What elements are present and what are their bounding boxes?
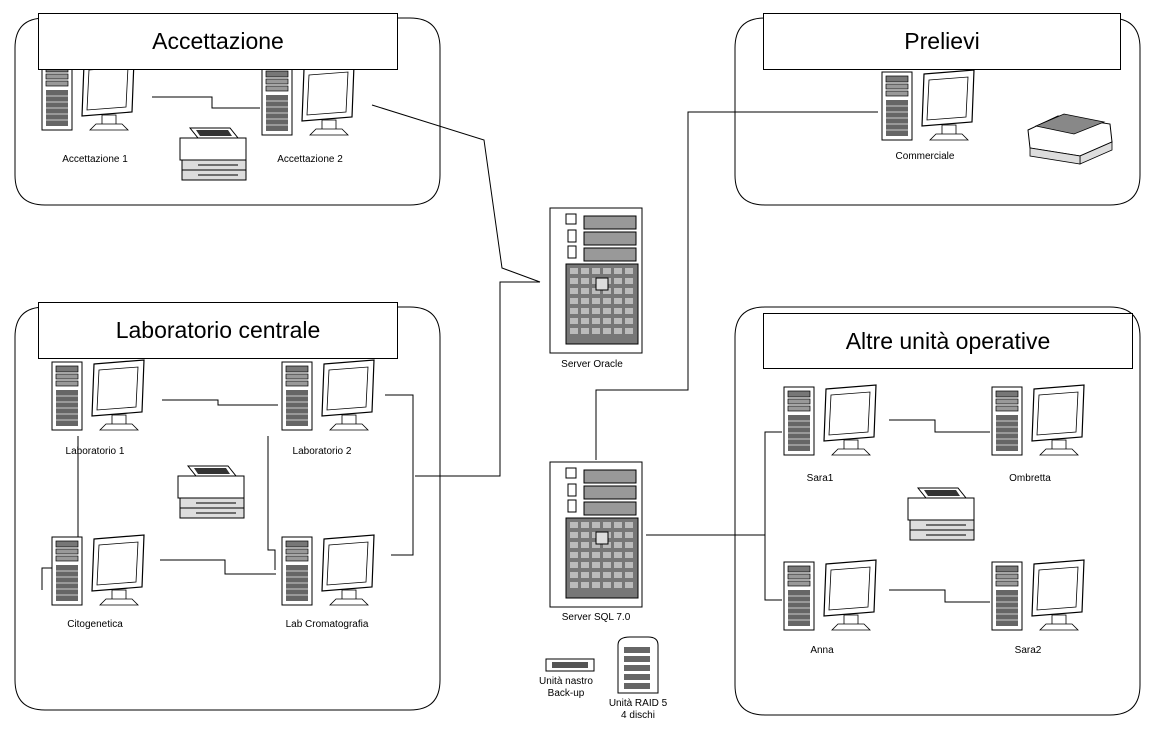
- workstation-citogenetica: [51, 534, 145, 606]
- zone-title-prelievi: Prelievi: [763, 13, 1121, 70]
- workstation-laboratorio-1: [51, 359, 145, 431]
- label-lab-cromatografia: Lab Cromatografia: [286, 619, 369, 630]
- network-links: [41, 96, 990, 603]
- label-unita-nastro: Unità nastro: [539, 676, 593, 687]
- label-sara2: Sara2: [1015, 645, 1042, 656]
- link-lab2-right: [385, 394, 414, 556]
- printer-accettazione: [179, 127, 247, 181]
- label-server-sql: Server SQL 7.0: [562, 612, 631, 623]
- workstation-sara2: [991, 559, 1085, 631]
- workstation-accettazione-2: [261, 64, 355, 136]
- server-sql: [549, 461, 643, 608]
- label-backup: Back-up: [548, 688, 585, 699]
- label-raid: Unità RAID 5: [609, 698, 668, 709]
- link-altre-anna: [764, 535, 782, 601]
- label-acc1: Accettazione 1: [62, 154, 128, 165]
- label-acc2: Accettazione 2: [277, 154, 343, 165]
- link-prelievi-sql: [595, 111, 878, 460]
- link-cito-labcrom: [160, 559, 276, 575]
- link-lab1-lab2: [162, 399, 278, 406]
- link-lab2-labcrom: [267, 436, 276, 570]
- label-sara1: Sara1: [807, 473, 834, 484]
- zone-title-altre: Altre unità operative: [763, 313, 1133, 369]
- label-raid-disks: 4 dischi: [621, 710, 655, 721]
- printer-laboratorio: [177, 465, 245, 519]
- link-sara1-ombretta: [889, 419, 990, 433]
- workstation-anna: [783, 559, 877, 631]
- label-commerciale: Commerciale: [896, 151, 955, 162]
- zone-title-accettazione: Accettazione: [38, 13, 398, 70]
- label-lab1: Laboratorio 1: [66, 446, 125, 457]
- link-acc2-oracle: [371, 104, 541, 283]
- tape-backup-unit: [545, 658, 595, 672]
- zone-title-laboratorio: Laboratorio centrale: [38, 302, 398, 359]
- link-oracle-lab: [415, 281, 540, 477]
- server-oracle: [549, 207, 643, 354]
- workstation-lab-cromatografia: [281, 534, 375, 606]
- zone-box-altre: [734, 306, 1141, 716]
- workstation-sara1: [783, 384, 877, 456]
- workstation-accettazione-1: [41, 59, 135, 131]
- printer-prelievi: [1027, 113, 1113, 165]
- raid-unit: [617, 636, 659, 694]
- printer-altre: [907, 487, 975, 541]
- link-altre-sara1: [764, 431, 782, 535]
- zone-box-accettazione: [14, 17, 441, 206]
- label-server-oracle: Server Oracle: [561, 359, 623, 370]
- workstation-laboratorio-2: [281, 359, 375, 431]
- link-anna-sara2: [889, 589, 990, 603]
- zone-box-prelievi: [734, 17, 1141, 206]
- label-lab2: Laboratorio 2: [293, 446, 352, 457]
- zone-box-laboratorio: [14, 306, 441, 711]
- label-ombretta: Ombretta: [1009, 473, 1051, 484]
- label-citogenetica: Citogenetica: [67, 619, 123, 630]
- label-anna: Anna: [810, 645, 834, 656]
- link-acc1-acc2: [152, 96, 260, 109]
- workstation-ombretta: [991, 384, 1085, 456]
- workstation-commerciale: [881, 69, 975, 141]
